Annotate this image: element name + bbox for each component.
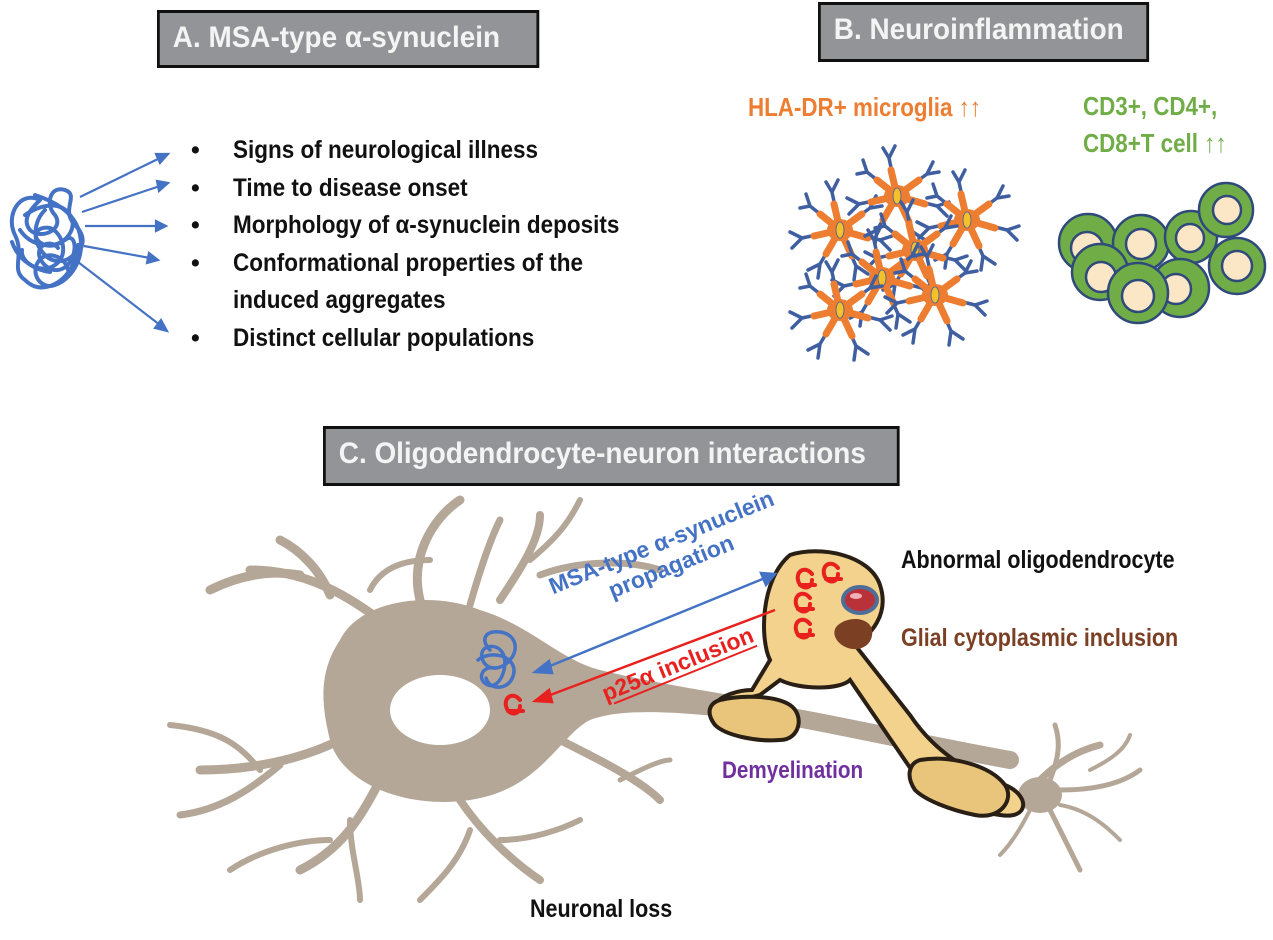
bullet-item: • Morphology of α-synuclein deposits: [185, 207, 662, 245]
microglia-cell: [847, 146, 949, 246]
t-cell: [1197, 181, 1255, 239]
microglia-cell: [832, 228, 934, 328]
bullet-item-continuation: induced aggregates: [185, 282, 662, 320]
t-cell: [1057, 212, 1119, 274]
oligodendrocyte-label-text: Abnormal oligodendrocyte: [901, 546, 1175, 574]
panel-b-title-text: B. Neuroinflammation: [833, 13, 1124, 46]
bullet-text: induced aggregates: [233, 286, 446, 314]
bullet-item: • Distinct cellular populations: [185, 320, 662, 358]
microglia-cell: [790, 180, 892, 280]
synuclein-aggregate-icon: [476, 630, 517, 689]
microglia-cell: [865, 200, 967, 300]
synuclein-aggregate-icon: [9, 152, 171, 333]
microglia-label-text: HLA-DR+ microglia ↑↑: [748, 92, 981, 122]
p25-alpha-label-text: p25α inclusion: [598, 621, 758, 707]
gci-label: Glial cytoplasmic inclusion: [901, 624, 1223, 653]
panel-a-title: A. MSA-type α-synuclein: [157, 10, 540, 68]
microglia-cell: [790, 260, 892, 360]
t-cell: [1163, 209, 1219, 265]
bullet-item: • Signs of neurological illness: [185, 132, 662, 170]
bullet-text: Signs of neurological illness: [233, 136, 539, 164]
t-cell-label-line2: CD8+T cell ↑↑: [1083, 128, 1227, 158]
bullet-item: • Conformational properties of the: [185, 245, 662, 283]
gci-label-text: Glial cytoplasmic inclusion: [901, 624, 1179, 652]
neuronal-loss-label: Neuronal loss: [530, 895, 695, 924]
bullet-text: Conformational properties of the: [233, 248, 584, 277]
myelin-sheath: [707, 694, 801, 743]
t-cell-label: CD3+, CD4+, CD8+T cell ↑↑: [1083, 88, 1250, 162]
microglia-label: HLA-DR+ microglia ↑↑: [748, 92, 1019, 123]
bullet-dot: •: [191, 211, 200, 239]
panel-a-bullet-list: • Signs of neurological illness • Time to …: [185, 132, 662, 357]
propagation-label: MSA-type α-synuclein propagation: [545, 485, 787, 623]
oligodendrocyte-label: Abnormal oligodendrocyte: [901, 546, 1219, 575]
demyelination-label: Demyelination: [722, 757, 886, 785]
myelin-sheath: [907, 756, 1011, 818]
nucleus-icon: [841, 585, 879, 615]
microglia-cell: [917, 170, 1019, 270]
neuronal-loss-label-text: Neuronal loss: [530, 895, 673, 923]
t-cell-label-line1: CD3+, CD4+,: [1083, 91, 1218, 121]
p25-alpha-label: p25α inclusion: [598, 622, 758, 707]
bullet-dot: •: [191, 323, 200, 352]
bullet-text: Distinct cellular populations: [233, 323, 535, 352]
bullet-dot: •: [191, 248, 200, 277]
glial-cytoplasmic-inclusion-icon: [834, 618, 873, 650]
bullet-dot: •: [191, 136, 200, 164]
panel-a-title-text: A. MSA-type α-synuclein: [172, 21, 501, 54]
bullet-text: Morphology of α-synuclein deposits: [233, 211, 620, 239]
bullet-item: • Time to disease onset: [185, 170, 662, 208]
microglia-cell: [885, 245, 987, 345]
t-cell: [1070, 242, 1130, 302]
panel-c-title: C. Oligodendrocyte-neuron interactions: [323, 426, 900, 486]
panel-c-title-text: C. Oligodendrocyte-neuron interactions: [338, 437, 866, 470]
t-cell: [1149, 257, 1211, 319]
demyelination-label-text: Demyelination: [722, 757, 864, 784]
bullet-text: Time to disease onset: [233, 173, 468, 202]
t-cell: [1207, 236, 1267, 296]
bullet-dot: •: [191, 173, 200, 202]
t-cell: [1106, 261, 1170, 325]
panel-b-title: B. Neuroinflammation: [818, 2, 1150, 62]
t-cell: [1111, 213, 1171, 273]
